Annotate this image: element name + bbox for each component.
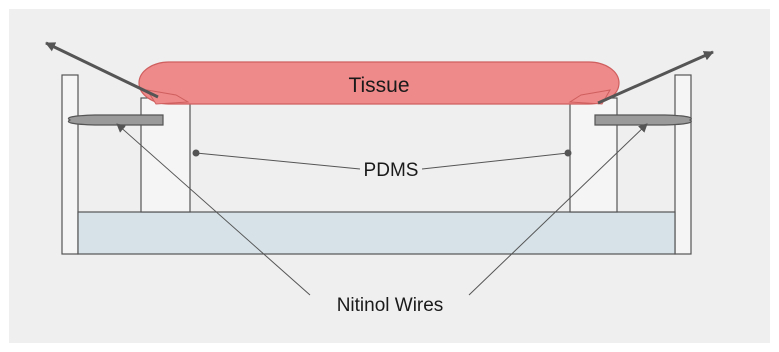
right-force-arrow <box>597 50 714 105</box>
left-nitinol-wire <box>67 114 164 126</box>
pdms-leader-right <box>421 152 569 170</box>
pdms-label: PDMS <box>364 160 419 181</box>
right-wall <box>674 74 692 255</box>
medium-layer <box>77 211 676 255</box>
left-wall <box>61 74 79 255</box>
pdms-dot-left <box>192 149 200 157</box>
pdms-dot-right <box>564 149 572 157</box>
wire-leader-left <box>116 123 311 296</box>
nitinol-wires-label: Nitinol Wires <box>337 295 444 316</box>
tissue-left-anchor <box>145 89 190 105</box>
right-nitinol-wire <box>594 114 692 126</box>
tissue-label: Tissue <box>348 74 409 97</box>
pdms-leaders <box>195 152 569 170</box>
pdms-leader-left <box>195 152 361 170</box>
culture-well <box>61 74 692 255</box>
nitinol-wires <box>67 114 692 126</box>
tissue-body <box>138 61 620 105</box>
wire-leader-right <box>468 123 648 296</box>
wire-leaders <box>116 123 648 296</box>
left-force-arrow <box>45 41 159 99</box>
